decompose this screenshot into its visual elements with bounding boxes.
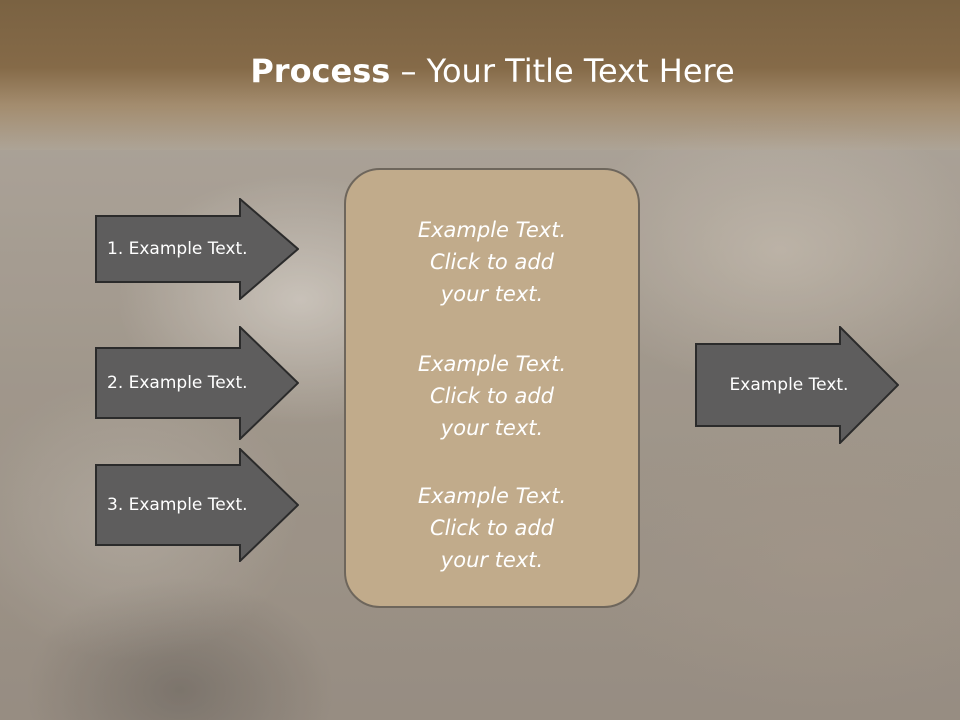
center-paragraph: Example Text. Click to add your text. [417, 352, 567, 440]
center-paragraph: Example Text. Click to add your text. [417, 484, 567, 572]
left-arrow-1[interactable]: 1. Example Text. [95, 198, 299, 300]
arrow-right-shape-icon [95, 448, 299, 562]
left-arrow-label: 3. Example Text. [107, 495, 248, 515]
left-arrow-2[interactable]: 2. Example Text. [95, 326, 299, 440]
arrow-right-shape-icon [95, 198, 299, 300]
arrow-right-shape-icon [95, 326, 299, 440]
left-arrow-3[interactable]: 3. Example Text. [95, 448, 299, 562]
title-bold-text: Process [250, 52, 391, 90]
title-separator: – [390, 52, 427, 90]
right-arrow[interactable]: Example Text. [695, 326, 899, 444]
center-text-box[interactable]: Example Text. Click to add your text. Ex… [344, 168, 640, 608]
center-paragraph: Example Text. Click to add your text. [417, 218, 567, 306]
title-rest-text: Your Title Text Here [426, 52, 735, 90]
left-arrow-label: 1. Example Text. [107, 239, 248, 259]
arrow-right-shape-icon [695, 326, 899, 444]
title-band [0, 0, 960, 150]
left-arrow-label: 2. Example Text. [107, 373, 248, 393]
slide-title[interactable]: Process – Your Title Text Here [0, 52, 960, 90]
right-arrow-label: Example Text. [729, 375, 849, 395]
